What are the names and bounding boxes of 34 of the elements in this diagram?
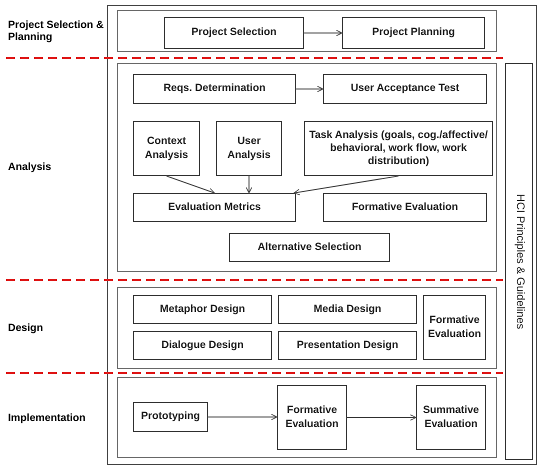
process-box: Alternative Selection bbox=[229, 233, 390, 262]
phase-panel bbox=[117, 377, 497, 458]
guidelines-label: HCI Principles & Guidelines bbox=[512, 194, 526, 330]
process-box: Project Planning bbox=[342, 17, 485, 49]
process-box: User Acceptance Test bbox=[323, 74, 487, 104]
arrow bbox=[246, 176, 252, 194]
guidelines-bar bbox=[505, 63, 533, 460]
arrow bbox=[304, 30, 342, 36]
phase-label: Design bbox=[8, 322, 44, 334]
phase-panel bbox=[117, 63, 497, 272]
process-box: User Analysis bbox=[216, 121, 282, 176]
process-box: Summative Evaluation bbox=[416, 385, 486, 450]
phase-panel bbox=[117, 287, 497, 369]
arrow bbox=[296, 86, 324, 92]
process-box: Dialogue Design bbox=[133, 331, 272, 360]
process-box: Formative Evaluation bbox=[423, 295, 486, 360]
process-box: Metaphor Design bbox=[133, 295, 272, 324]
process-box: Project Selection bbox=[164, 17, 304, 49]
process-box: Evaluation Metrics bbox=[133, 193, 296, 222]
process-box: Media Design bbox=[278, 295, 417, 324]
arrow bbox=[294, 176, 399, 196]
arrow bbox=[208, 414, 278, 420]
process-box: Reqs. Determination bbox=[133, 74, 296, 104]
arrow bbox=[346, 414, 416, 421]
process-box: Formative Evaluation bbox=[323, 193, 487, 222]
phase-label: Analysis bbox=[8, 161, 52, 173]
process-box: Formative Evaluation bbox=[277, 385, 347, 450]
phase-label: Implementation bbox=[8, 412, 87, 424]
process-box: Presentation Design bbox=[278, 331, 417, 360]
process-box: Task Analysis (goals, cog./affective/ behavioral, work flow, work distribution) bbox=[304, 121, 493, 176]
phase-panel bbox=[117, 10, 497, 52]
process-box: Context Analysis bbox=[133, 121, 200, 176]
phase-label: Project Selection & Planning bbox=[8, 19, 105, 43]
process-box: Prototyping bbox=[133, 402, 208, 432]
